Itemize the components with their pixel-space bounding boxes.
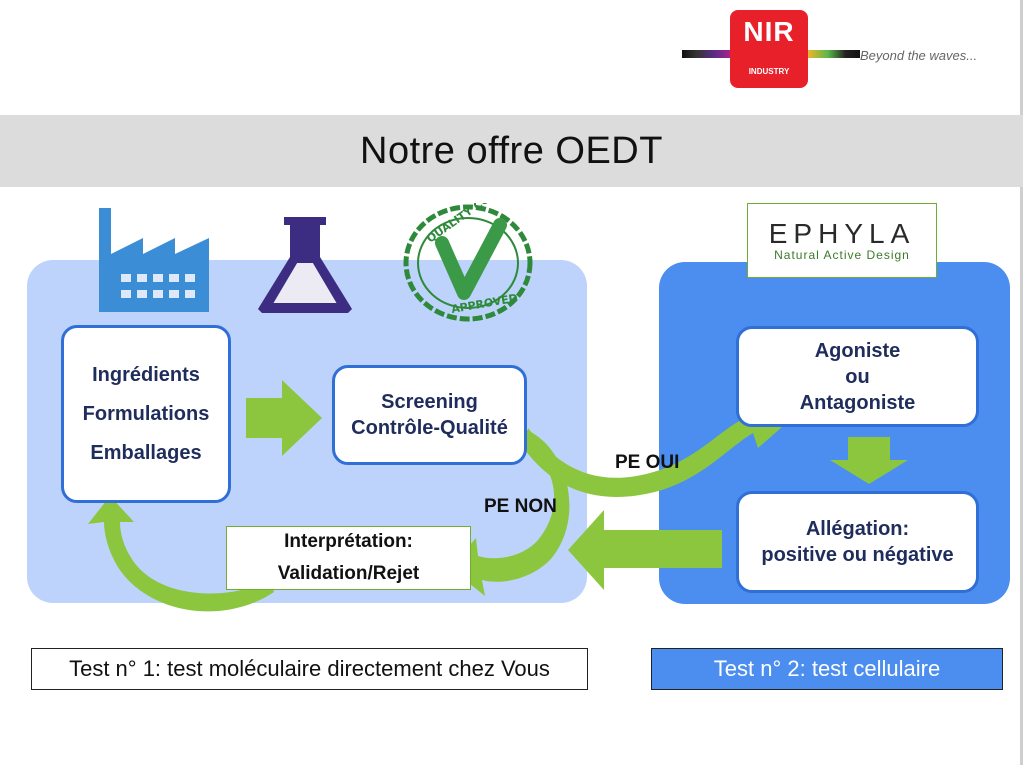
box-allegation-line-1: Allégation:: [805, 518, 910, 540]
box-agoniste-line-2: ou: [845, 365, 870, 388]
ephyla-logo-box: [747, 203, 937, 278]
page-edge-divider: [1020, 0, 1023, 765]
quality-control-approved-stamp: QUALITY CONTROL APPROVED: [403, 203, 533, 322]
box-interpretation-line-2: Validation/Rejet: [277, 563, 420, 584]
test-1-text: Test n° 1: test moléculaire directement …: [69, 656, 550, 681]
logo-tagline: Beyond the waves...: [860, 48, 978, 63]
factory-icon: [99, 208, 209, 312]
box-agoniste: Agoniste ou Antagoniste: [736, 326, 979, 427]
page-title: Notre offre OEDT: [360, 129, 663, 172]
box-ingredients: Ingrédients Formulations Emballages: [61, 325, 231, 503]
test-2-label: Test n° 2: test cellulaire: [651, 648, 1003, 690]
box-screening: Screening Contrôle-Qualité: [332, 365, 527, 465]
title-band: Notre offre OEDT: [0, 115, 1023, 187]
label-pe-non: PE NON: [484, 496, 557, 517]
box-screening-line-2: Contrôle-Qualité: [351, 417, 508, 439]
box-screening-line-1: Screening: [381, 391, 478, 413]
box-agoniste-line-1: Agoniste: [814, 339, 901, 362]
box-interpretation-line-1: Interprétation:: [284, 530, 413, 552]
test-1-label: Test n° 1: test moléculaire directement …: [31, 648, 588, 690]
ephyla-logo-tagline: Natural Active Design: [774, 248, 910, 262]
box-allegation-line-2: positive ou négative: [761, 544, 954, 566]
box-agoniste-line-3: Antagoniste: [799, 391, 916, 414]
nir-logo: [730, 10, 808, 88]
test-2-text: Test n° 2: test cellulaire: [713, 656, 941, 681]
flask-icon: [258, 217, 352, 313]
nir-logo-subtext: INDUSTRY: [748, 67, 790, 76]
box-allegation: Allégation: positive ou négative: [736, 491, 979, 593]
ephyla-logo-name: EPHYLA: [768, 218, 916, 249]
box-ingredients-line-2: Formulations: [82, 402, 210, 425]
label-pe-oui: PE OUI: [615, 452, 680, 473]
box-ingredients-line-3: Emballages: [90, 441, 202, 464]
box-interpretation: Interprétation: Validation/Rejet: [226, 526, 471, 590]
box-ingredients-line-1: Ingrédients: [92, 363, 200, 386]
nir-logo-text: NIR: [743, 16, 795, 47]
